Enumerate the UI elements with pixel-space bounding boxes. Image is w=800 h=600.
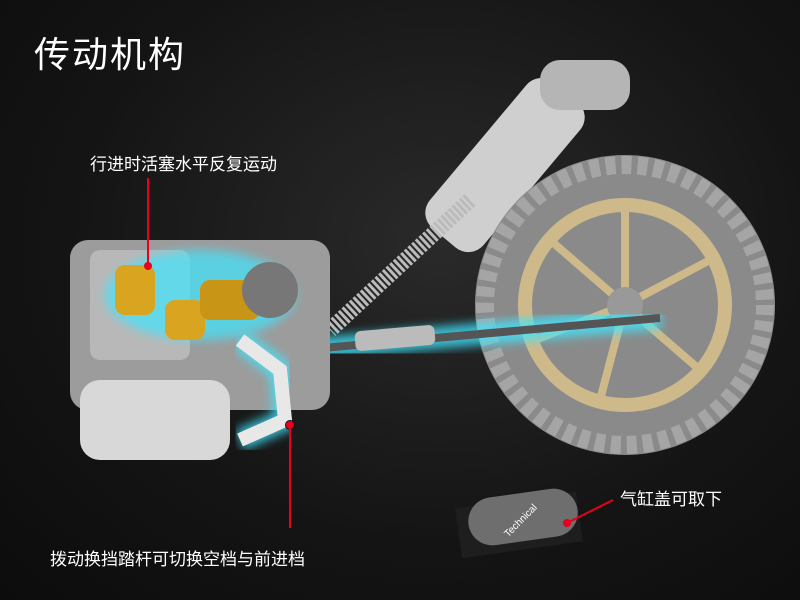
callout-lines (144, 178, 614, 528)
shock-absorber (324, 60, 630, 336)
wheel (475, 155, 775, 455)
piston-assembly (105, 250, 298, 340)
cylinder-cover: Technical (455, 488, 583, 559)
callout-gear-pedal: 拨动换挡踏杆可切换空档与前进档 (50, 550, 305, 570)
drive-shaft (299, 307, 661, 361)
callout-cylinder-cover: 气缸盖可取下 (620, 490, 722, 510)
page-title: 传动机构 (34, 35, 187, 76)
callout-piston: 行进时活塞水平反复运动 (90, 155, 277, 175)
